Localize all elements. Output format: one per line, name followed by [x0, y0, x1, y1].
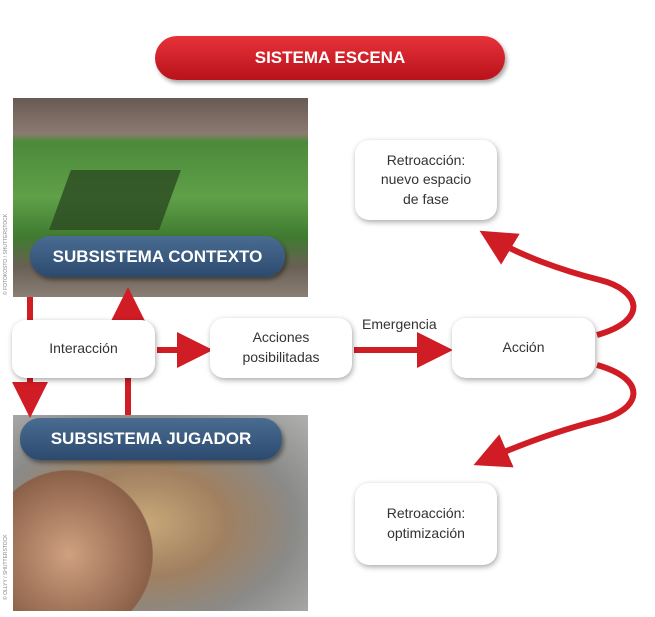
- arrow-feedback-up: [479, 230, 637, 338]
- emergence-label: Emergencia: [362, 316, 437, 332]
- feedback-phase-node: Retroacción: nuevo espacio de fase: [355, 140, 497, 220]
- actions-line2: posibilitadas: [242, 349, 320, 365]
- actions-line1: Acciones: [252, 329, 310, 346]
- title-banner: SISTEMA ESCENA: [155, 36, 505, 80]
- arrow-feedback-down: [473, 362, 637, 468]
- face-silhouette: [13, 470, 153, 611]
- context-subsystem-label: SUBSISTEMA CONTEXTO: [30, 236, 285, 277]
- interaction-label: Interacción: [49, 340, 118, 357]
- feedback2-line1: Retroacción:: [386, 505, 466, 522]
- feedback2-line2: optimización: [387, 525, 465, 541]
- feedback1-line2: nuevo espacio: [380, 171, 472, 188]
- feedback-optimization-node: Retroacción: optimización: [355, 483, 497, 565]
- action-node: Acción: [452, 318, 595, 378]
- interaction-node: Interacción: [12, 320, 155, 378]
- action-label: Acción: [502, 339, 545, 356]
- feedback1-line1: Retroacción:: [386, 151, 466, 168]
- actions-node: Acciones posibilitadas: [210, 318, 352, 378]
- player-subsystem-label: SUBSISTEMA JUGADOR: [20, 418, 282, 460]
- feedback1-line3: de fase: [403, 190, 449, 207]
